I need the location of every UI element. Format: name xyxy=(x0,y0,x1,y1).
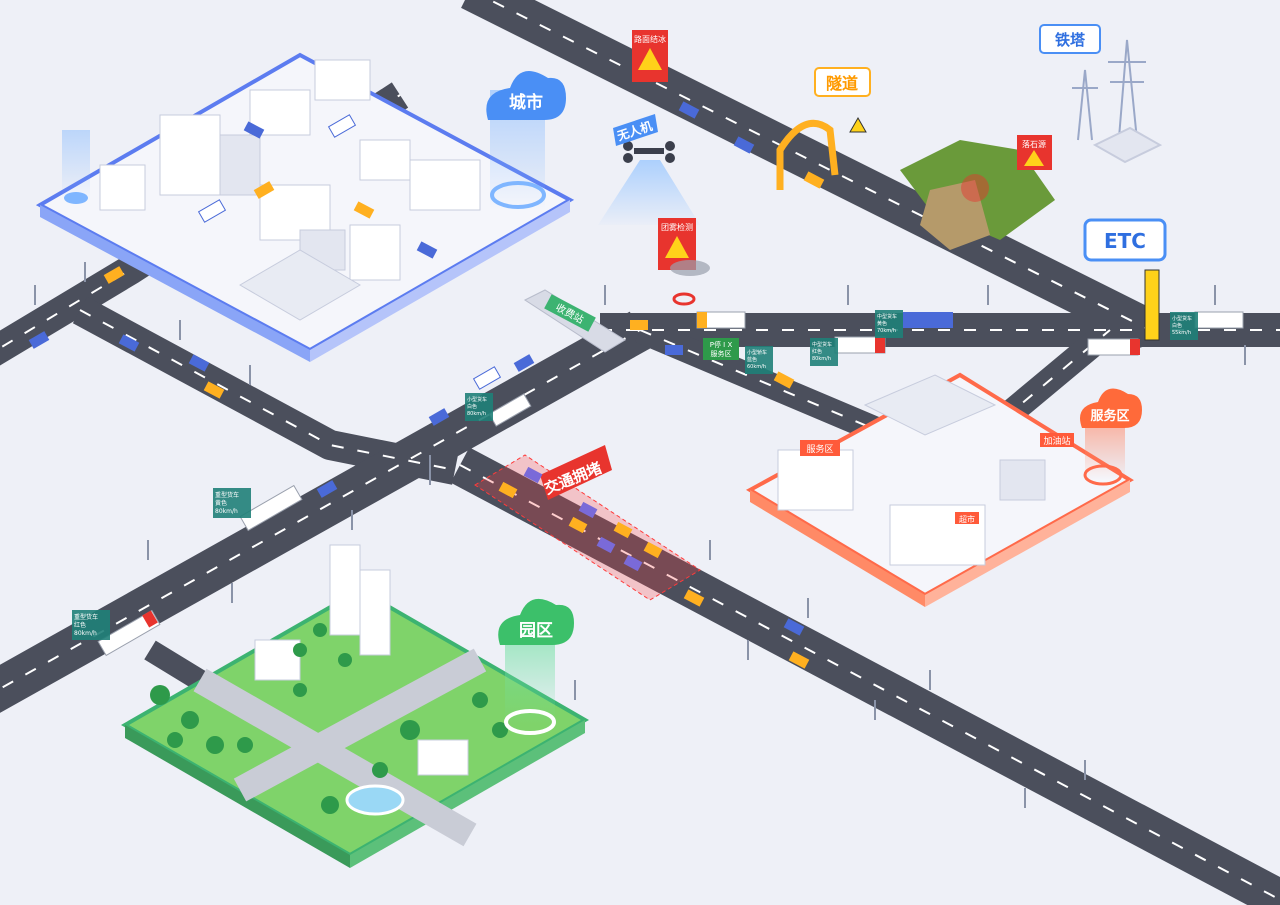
drone-icon xyxy=(623,141,675,163)
rockfall-hill: 落石源 xyxy=(900,135,1055,250)
vehicles xyxy=(28,101,1244,669)
tag-line: 蓝色 xyxy=(747,356,757,363)
vehicle-tag: 小型轿车 蓝色 60km/h xyxy=(745,346,773,374)
tunnel: 隧道 xyxy=(776,67,871,190)
tag-line: 红色 xyxy=(74,621,86,629)
park-trees xyxy=(150,623,508,814)
service-area-district: 服务区 服务区 加油站 超市 xyxy=(745,372,1142,607)
tag-line: 白色 xyxy=(467,403,477,410)
toll-station: 收费站 xyxy=(523,289,626,353)
drone: 无人机 xyxy=(598,114,700,225)
tag-line: 60km/h xyxy=(747,364,766,370)
gas-station-sign: 加油站 xyxy=(1043,435,1070,447)
tag-line: 黄色 xyxy=(877,320,887,327)
warning-sign-icon xyxy=(849,116,867,133)
fog-detection-mid-label: 团雾检测 xyxy=(661,222,693,232)
city-buildings xyxy=(99,59,481,321)
tag-line: 重型货车 xyxy=(74,613,98,621)
vehicle-tag: 小型货车 白色 80km/h xyxy=(465,393,493,421)
congestion-zone: 交通拥堵 xyxy=(474,445,701,601)
vehicle-tag: 重型货车 黄色 80km/h xyxy=(213,488,251,518)
tag-line: 白色 xyxy=(1172,322,1182,329)
tag-line: 80km/h xyxy=(812,356,831,362)
tag-line: 80km/h xyxy=(74,630,97,637)
fog-detection-mid: 团雾检测 xyxy=(658,218,710,306)
fog-detection-top: 路面结冰 xyxy=(632,30,668,82)
park-cloud-label: 园区 xyxy=(498,598,574,645)
tag-line: 红色 xyxy=(812,348,822,355)
rockfall-label: 落石源 xyxy=(1022,139,1046,149)
tag-line: 70km/h xyxy=(877,328,896,334)
vehicle-tag: 中型货车 红色 80km/h xyxy=(810,338,838,366)
etc-gate: ETC xyxy=(1083,218,1167,341)
city-district: 城市 xyxy=(35,52,575,362)
etc-label: ETC xyxy=(1104,229,1146,253)
tag-line: 80km/h xyxy=(467,411,486,417)
vehicle-tag: 中型货车 黄色 70km/h xyxy=(875,310,903,338)
tower-label: 铁塔 xyxy=(1055,31,1086,49)
park-label: 园区 xyxy=(519,621,553,641)
service-building-sign: 服务区 xyxy=(806,443,833,455)
park-district: 园区 xyxy=(120,544,590,868)
vehicle-tag: 小型货车 白色 55km/h xyxy=(1170,312,1198,340)
supermarket-sign: 超市 xyxy=(959,514,975,524)
city-cloud-label: 城市 xyxy=(486,70,566,120)
tag-line: 中型货车 xyxy=(877,313,897,320)
vehicle-tags: 重型货车 黄色 80km/h 重型货车 红色 80km/h 中型货车 黄色 70… xyxy=(72,310,1198,640)
power-tower: 铁塔 xyxy=(1039,24,1163,164)
tag-line: 中型货车 xyxy=(812,341,832,348)
tag-line: 55km/h xyxy=(1172,330,1191,336)
fog-warning-icon xyxy=(638,48,662,70)
vehicle-tag: 重型货车 红色 80km/h xyxy=(72,610,110,640)
city-label: 城市 xyxy=(509,92,543,113)
tag-line: 小型货车 xyxy=(467,396,487,403)
tag-line: 80km/h xyxy=(215,508,238,515)
trucks xyxy=(97,114,1244,657)
fog-detection-top-label: 路面结冰 xyxy=(634,34,666,44)
etc-barrier-icon xyxy=(1144,269,1160,341)
tag-line: 黄色 xyxy=(215,499,227,507)
tunnel-label: 隧道 xyxy=(826,74,858,93)
service-cloud-label: 服务区 xyxy=(1090,408,1129,424)
tag-line: 小型货车 xyxy=(1172,315,1192,322)
rockfall-warning-icon xyxy=(1024,150,1044,166)
tag-line: 小型轿车 xyxy=(747,349,767,356)
tag-line: 重型货车 xyxy=(215,491,239,499)
street-lamps xyxy=(34,262,1246,808)
service-road-sign: P停 I X 服务区 xyxy=(703,338,739,360)
fog-warning-icon-2 xyxy=(665,236,689,258)
parking-sign-label: P停 I X xyxy=(710,340,733,349)
park-buildings xyxy=(254,544,469,776)
service-sign-label: 服务区 xyxy=(711,349,732,358)
